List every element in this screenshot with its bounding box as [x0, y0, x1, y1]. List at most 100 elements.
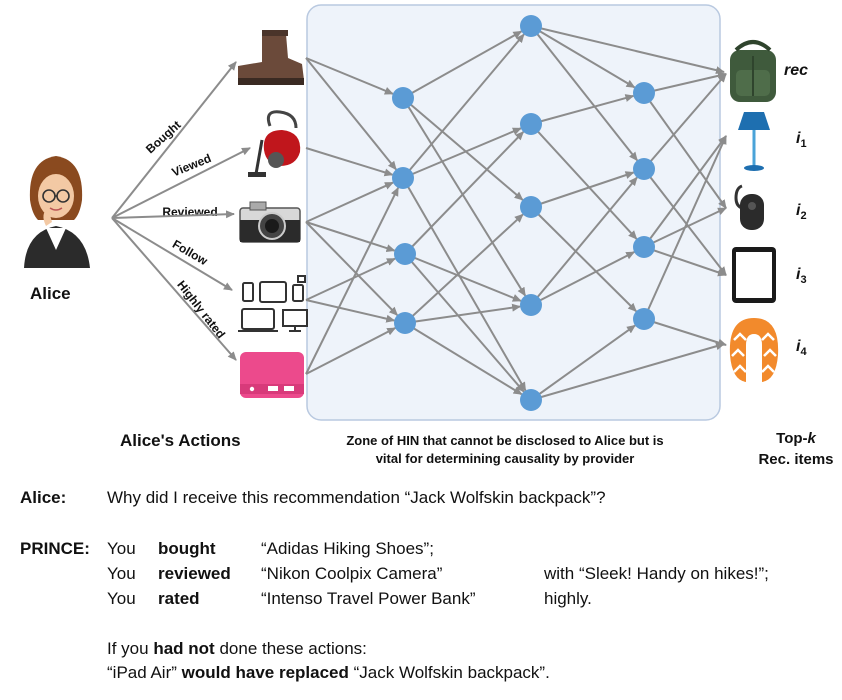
nodes-layer: [392, 15, 655, 411]
hin-edge-c-2: [530, 94, 635, 125]
hin-edge-c-7: [530, 324, 636, 401]
action-edge-3: [111, 210, 235, 219]
row-2-object: “Nikon Coolpix Camera”: [261, 564, 443, 583]
hin-edge-b-9: [404, 303, 522, 324]
action-edge-4: [111, 217, 233, 291]
edge-label-highly-rated: Highly rated: [174, 278, 228, 341]
zone-caption: Zone of HIN that cannot be disclosed to …: [300, 432, 710, 468]
tablet-icon: [732, 247, 776, 303]
item-label-2: i2: [796, 202, 807, 222]
prince-speaker-label: PRINCE:: [20, 539, 90, 558]
hin-node: [394, 312, 416, 334]
hin-edge-c-direct-2: [530, 25, 725, 75]
zone-caption-line1: Zone of HIN that cannot be disclosed to …: [346, 433, 664, 448]
vacuum-cleaner-icon: [248, 110, 301, 177]
cf-line2-bold: would have replaced: [181, 663, 349, 682]
hin-edge-c-5: [530, 206, 637, 312]
hin-edge-b-12: [404, 253, 525, 393]
edges-layer: [111, 25, 727, 401]
counterfactual-line-1: If you had not done these actions:: [107, 636, 367, 662]
row-3-verb: rated: [158, 589, 200, 608]
hin-node: [392, 167, 414, 189]
hin-edge-b-4: [402, 127, 522, 179]
item-label-4: i4: [796, 338, 807, 358]
edge-label-follow: Follow: [170, 237, 210, 268]
hin-edge-c-direct-1: [530, 342, 725, 401]
hin-zone: [306, 4, 721, 421]
power-bank-icon: [240, 352, 304, 398]
row-3-you: You: [107, 589, 136, 608]
zone-caption-line2: vital for determining causality by provi…: [375, 451, 635, 466]
hin-edge-a-5: [305, 221, 396, 252]
hin-edge-b-11: [402, 97, 527, 297]
hin-edge-c-4: [530, 171, 635, 208]
edge-label-viewed: Viewed: [170, 151, 213, 179]
item-label-1: i1: [796, 130, 807, 150]
row-2-extra: with “Sleek! Handy on hikes!”;: [544, 564, 769, 583]
hin-edge-a-6: [305, 221, 399, 316]
row-3-object: “Intenso Travel Power Bank”: [261, 589, 476, 608]
hin-edge-c-9: [530, 25, 638, 162]
hin-edge-d-3: [643, 168, 727, 276]
action-edge-1: [111, 61, 237, 219]
hin-edge-d-2: [643, 73, 727, 170]
cf-line2-item2: “Jack Wolfskin backpack”.: [353, 663, 550, 682]
hin-edge-b-2: [402, 97, 524, 201]
hin-node: [520, 15, 542, 37]
hin-node: [392, 87, 414, 109]
row-3-extra: highly.: [544, 589, 592, 608]
headset-icon: [734, 184, 764, 230]
cf-line1-pre: If you: [107, 639, 149, 658]
cf-line2-item1: “iPad Air”: [107, 663, 177, 682]
backpack-icon: [730, 40, 776, 102]
item-label-2-letter: i: [796, 202, 801, 219]
hin-diagram: Bought Viewed Reviewed Follow Highly rat…: [24, 4, 779, 421]
hin-edge-c-3: [530, 123, 638, 240]
topk-caption-line2: Rec. items: [758, 451, 834, 468]
hin-edge-d-9: [643, 92, 727, 209]
hin-edge-b-1: [402, 30, 523, 99]
hin-edge-d-6: [643, 246, 727, 277]
hin-node: [520, 389, 542, 411]
topk-caption-prefix: Top-: [776, 430, 808, 447]
item-label-2-sub: 2: [800, 210, 807, 223]
hin-edge-a-3: [305, 147, 394, 177]
item-label-1-sub: 1: [800, 138, 807, 151]
hin-edge-b-7: [404, 253, 522, 302]
boot-icon: [238, 30, 304, 85]
hin-edge-a-9: [305, 327, 397, 375]
item-label-1-letter: i: [796, 130, 801, 147]
rec-label: rec: [784, 62, 809, 79]
hin-edge-a-7: [305, 299, 396, 323]
lamp-icon: [738, 112, 770, 171]
item-label-3: i3: [796, 266, 807, 286]
hin-edge-a-1: [305, 57, 394, 95]
hin-edge-b-10: [404, 322, 523, 396]
item-label-3-letter: i: [796, 266, 801, 283]
devices-icon: [238, 275, 308, 332]
row-2-you: You: [107, 564, 136, 583]
alice-name-label: Alice: [30, 284, 71, 303]
hin-edge-b-8: [404, 213, 524, 324]
hin-node: [633, 158, 655, 180]
row-1-you: You: [107, 539, 136, 558]
hin-edge-d-1: [643, 71, 727, 94]
action-edge-2: [111, 147, 251, 219]
hin-edge-c-6: [530, 251, 636, 306]
hin-edge-b-6: [404, 131, 525, 255]
hin-node: [394, 243, 416, 265]
hin-edge-b-5: [402, 177, 527, 392]
topk-caption: Top-k Rec. items: [744, 428, 842, 470]
hin-node: [520, 294, 542, 316]
hin-node: [520, 196, 542, 218]
hin-edge-a-10: [305, 257, 396, 301]
item-label-4-sub: 4: [800, 346, 807, 359]
hin-edge-c-1: [530, 25, 636, 89]
prince-speaker: PRINCE:: [20, 536, 90, 562]
hin-edge-c-8: [530, 176, 638, 306]
topk-caption-k: k: [807, 430, 816, 447]
hin-node: [633, 236, 655, 258]
cf-line1-post: done these actions:: [219, 639, 367, 658]
counterfactual-line-2: “iPad Air” would have replaced “Jack Wol…: [107, 660, 550, 686]
item-label-4-letter: i: [796, 338, 801, 355]
